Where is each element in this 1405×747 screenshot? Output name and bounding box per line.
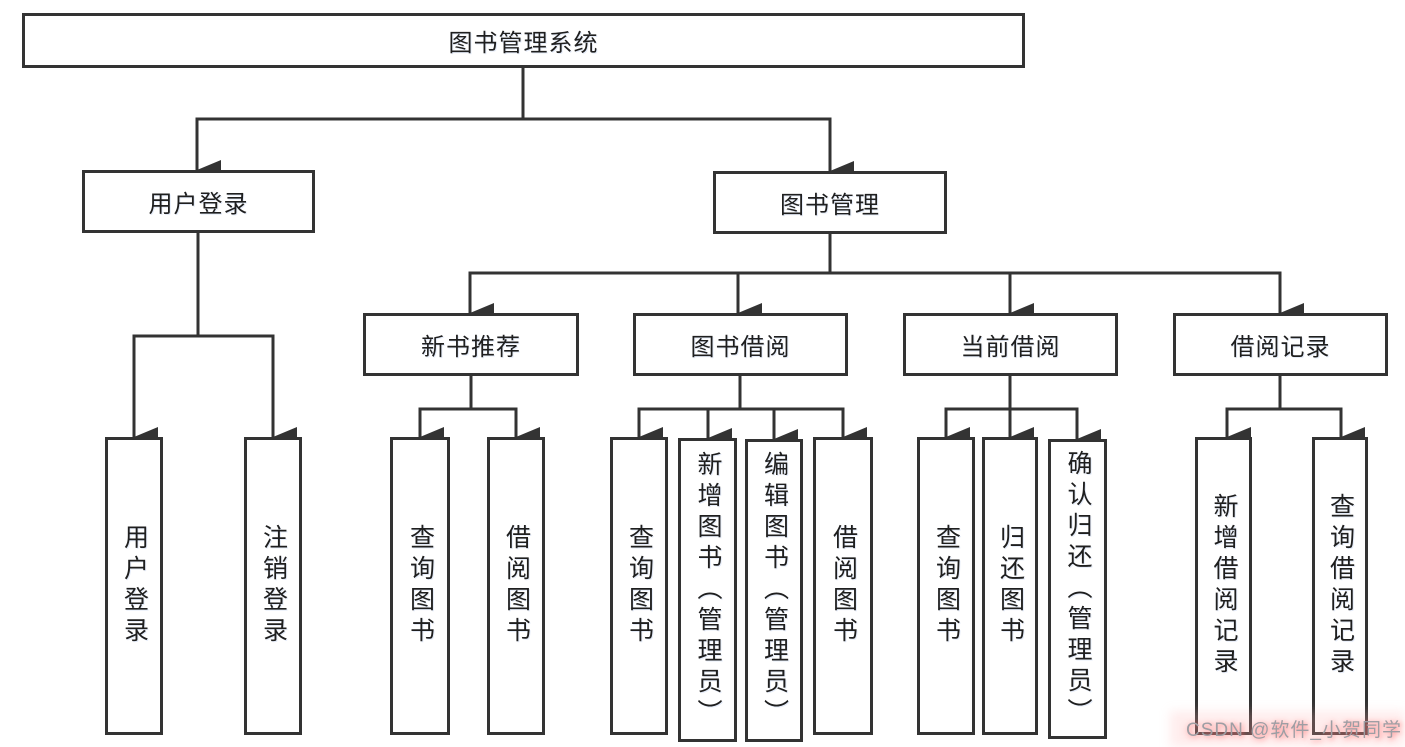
watermark: CSDN @软件_小贺同学 xyxy=(1186,720,1402,741)
watermark-background-wash xyxy=(1170,711,1405,747)
leaf-cb-return-book: 归还图书 xyxy=(982,437,1038,735)
leaf-bb-query-book: 查询图书 xyxy=(610,437,668,735)
node-book-borrow: 图书借阅 xyxy=(633,313,848,376)
leaf-logout-login: 注销登录 xyxy=(244,437,302,735)
node-borrow-record: 借阅记录 xyxy=(1173,313,1388,376)
node-current-borrow: 当前借阅 xyxy=(903,313,1118,376)
leaf-bb-borrow-book: 借阅图书 xyxy=(813,437,873,735)
leaf-bb-add-book-admin: 新增图书（管理员） xyxy=(678,438,737,742)
leaf-nb-borrow-book: 借阅图书 xyxy=(487,437,545,735)
leaf-cb-confirm-return-admin: 确认归还（管理员） xyxy=(1048,439,1107,739)
node-user-login: 用户登录 xyxy=(82,170,315,233)
leaf-user-login: 用户登录 xyxy=(105,437,163,735)
leaf-br-query-record: 查询借阅记录 xyxy=(1312,437,1368,735)
leaf-cb-query-book: 查询图书 xyxy=(917,437,975,735)
node-root: 图书管理系统 xyxy=(22,13,1025,68)
node-book-mgmt: 图书管理 xyxy=(713,171,947,234)
leaf-nb-query-book: 查询图书 xyxy=(390,437,450,735)
leaf-bb-edit-book-admin: 编辑图书（管理员） xyxy=(745,439,803,742)
leaf-br-add-record: 新增借阅记录 xyxy=(1195,437,1252,735)
node-new-book-rec: 新书推荐 xyxy=(363,313,579,376)
